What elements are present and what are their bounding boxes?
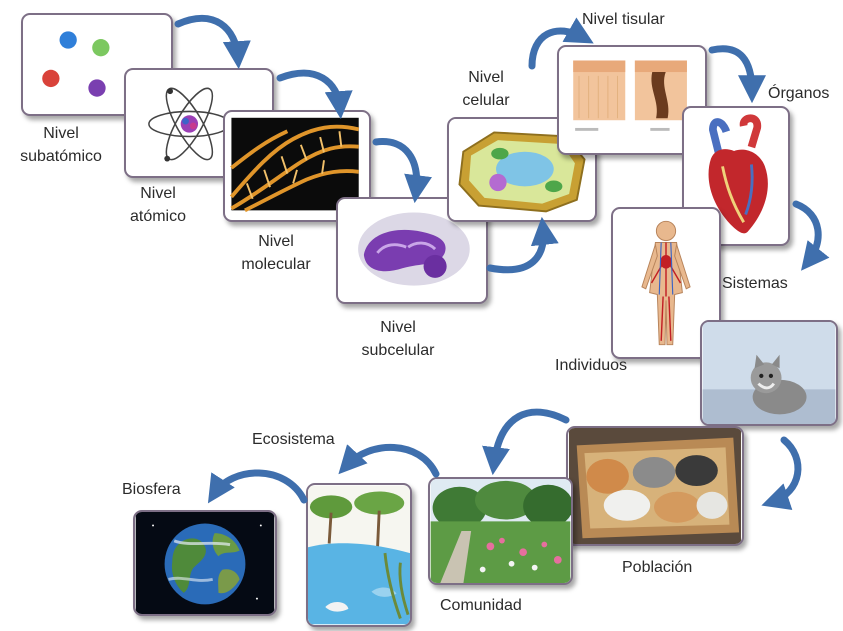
card-cellular [447,117,597,222]
label-individuals: Individuos [555,357,628,374]
label-ecosystem: Ecosistema [252,431,335,448]
label-subcellular: Nivel subcelular [361,319,435,359]
arrow-individuals-to-population [761,436,802,510]
earth-globe-icon [135,512,275,614]
label-biosphere: Biosfera [122,481,181,498]
card-individuals [700,320,838,426]
card-subatomic [21,13,173,116]
heart-icon [708,114,768,234]
label-tissue: Nivel tisular [582,11,665,28]
arrow-organs-to-systems [792,200,830,271]
arrow-ecosystem-to-biosphere [207,469,308,504]
arrow-atomic-to-molecular [276,69,353,120]
label-organs: Órganos [768,85,830,102]
arrow-community-to-ecosystem [338,444,440,478]
plant-cell-icon [449,119,595,220]
arrow-molecular-to-subcellular [372,138,432,204]
label-community: Comunidad [440,597,522,614]
card-ecosystem [306,483,412,627]
label-population: Población [622,559,693,576]
pond-ecosystem-icon [308,485,410,625]
arrow-tissue-to-organs [708,45,766,104]
label-molecular: Nivel molecular [241,233,311,273]
kitten-icon [702,322,836,424]
label-atomic: Nivel atómico [129,185,187,225]
card-population [566,426,744,546]
arrow-population-to-community [482,408,570,476]
organelle-icon [358,212,470,286]
label-systems: Sistemas [722,275,788,292]
label-subatomic: Nivel subatómico [20,125,102,165]
skin-tissue-icon [573,60,687,131]
colored-dots-icon [42,31,110,97]
arrow-subatomic-to-atomic [174,15,251,70]
card-community [428,477,573,585]
card-subcellular [336,197,488,304]
dna-helix-icon [229,117,360,213]
human-body-icon [641,220,691,346]
label-cellular: Nivel celular [462,69,510,109]
card-biosphere [133,510,277,616]
garden-icon [430,479,571,583]
cats-in-box-icon [568,428,742,544]
arrow-subcellular-to-cellular [486,216,559,274]
